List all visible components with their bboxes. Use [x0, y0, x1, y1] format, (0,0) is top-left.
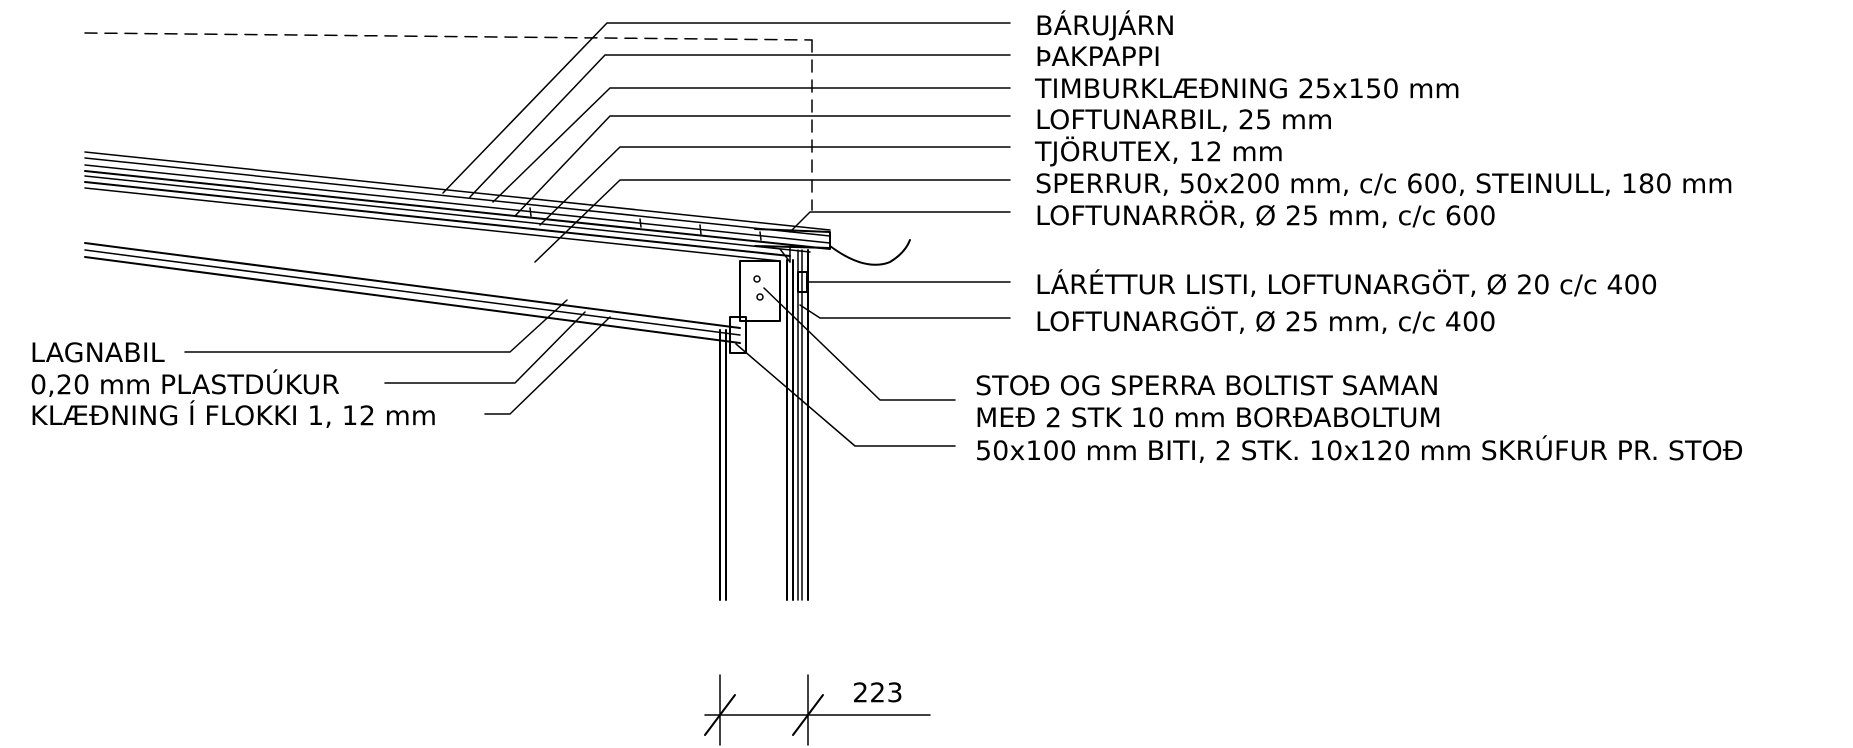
label-timburklaedning: TIMBURKLÆÐNING 25x150 mm [1034, 74, 1461, 105]
label-loftunarror: LOFTUNARRÖR, Ø 25 mm, c/c 600 [1035, 200, 1496, 232]
connection-plate [739, 260, 808, 322]
label-sperrur: SPERRUR, 50x200 mm, c/c 600, STEINULL, 1… [1035, 169, 1734, 200]
label-lagnabil: LAGNABIL [30, 338, 165, 369]
label-stod-line1: STOÐ OG SPERRA BOLTIST SAMAN [975, 371, 1439, 402]
label-thakpappi: ÞAKPAPPI [1035, 42, 1161, 73]
rafter-lower-lines [84, 242, 741, 344]
label-barujarn: BÁRUJÁRN [1035, 10, 1175, 42]
bolt-1 [753, 275, 761, 283]
label-klaedning: KLÆÐNING Í FLOKKI 1, 12 mm [30, 400, 437, 432]
bolt-2 [756, 293, 764, 301]
dimension-line [704, 674, 931, 746]
label-loftunarbil: LOFTUNARBIL, 25 mm [1035, 105, 1333, 136]
post-lines [719, 249, 809, 601]
label-loftunargot: LOFTUNARGÖT, Ø 25 mm, c/c 400 [1035, 306, 1496, 338]
eave-end [754, 228, 911, 266]
label-larettur-listi: LÁRÉTTUR LISTI, LOFTUNARGÖT, Ø 20 c/c 40… [1035, 269, 1658, 301]
label-stod-line2: MEÐ 2 STK 10 mm BORÐABOLTUM [975, 403, 1442, 434]
label-tjorutex: TJÖRUTEX, 12 mm [1034, 136, 1284, 168]
dimension-value: 223 [852, 678, 904, 709]
leader-lines-right [442, 22, 1011, 447]
roof-layers [84, 151, 831, 262]
dashed-outline [84, 32, 813, 211]
label-biti: 50x100 mm BITI, 2 STK. 10x120 mm SKRÚFUR… [975, 435, 1744, 467]
label-plastdukur: 0,20 mm PLASTDÚKUR [30, 369, 340, 401]
beam-block [729, 316, 747, 354]
leader-lines-left [184, 299, 611, 415]
